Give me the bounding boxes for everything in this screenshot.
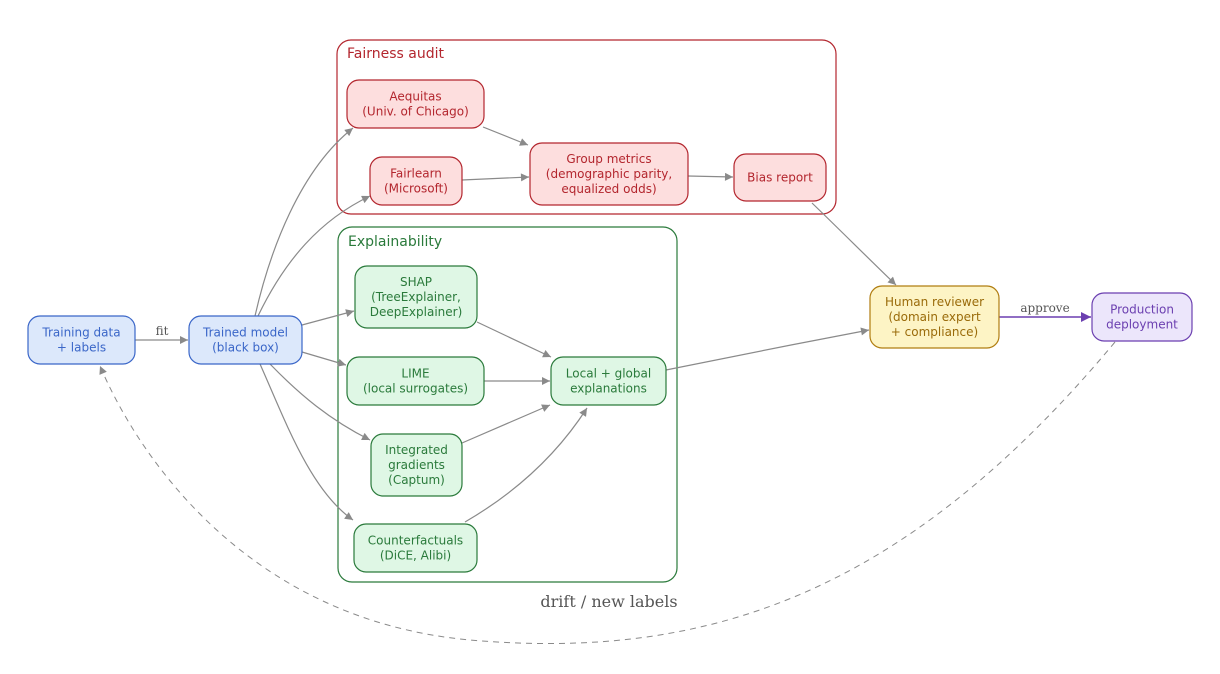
node-box — [369, 156, 463, 206]
node-label-line: Group metrics — [566, 152, 651, 166]
edge-local-reviewer — [665, 327, 870, 371]
edges: fit approve drift / new labels — [99, 126, 1116, 645]
node-box — [1091, 292, 1193, 342]
drift-label: drift / new labels — [540, 592, 677, 611]
edge-model-aequitas — [254, 127, 354, 317]
node-label-line: gradients — [388, 458, 445, 472]
edge-model-fairlearn — [257, 195, 371, 317]
node-label-line: SHAP — [400, 275, 432, 289]
node-label-line: (local surrogates) — [363, 382, 468, 396]
fairness-audit-cluster: Fairness audit — [336, 39, 837, 215]
node-trained-model: Trained model(black box) — [188, 315, 303, 365]
node-bias-report: Bias report — [733, 153, 827, 202]
edge-aequitas-group — [482, 126, 529, 146]
node-box — [346, 356, 485, 406]
node-label-line: (black box) — [212, 341, 279, 355]
node-box — [354, 265, 478, 329]
node-fairlearn: Fairlearn(Microsoft) — [369, 156, 463, 206]
nodes: Training data+ labels Trained model(black… — [27, 79, 1193, 573]
node-aequitas: Aequitas(Univ. of Chicago) — [346, 79, 485, 129]
edge-group-bias — [687, 172, 734, 181]
explainability-label: Explainability — [348, 234, 442, 250]
node-box — [27, 315, 136, 365]
node-label-line: (Univ. of Chicago) — [362, 105, 469, 119]
node-group-metrics: Group metrics(demographic parity,equaliz… — [529, 142, 689, 206]
node-box — [733, 153, 827, 202]
node-label-line: + compliance) — [891, 325, 978, 339]
node-label-line: Aequitas — [389, 90, 441, 104]
node-label-line: (Captum) — [388, 473, 445, 487]
edge-model-counterfactuals — [259, 363, 354, 521]
node-label-line: Local + global — [566, 367, 651, 381]
node-box — [346, 79, 485, 129]
node-label-line: + labels — [57, 341, 106, 355]
node-human-reviewer: Human reviewer(domain expert+ compliance… — [869, 285, 1000, 349]
edge-model-shap — [301, 309, 355, 326]
approve-label: approve — [1020, 301, 1069, 315]
node-counterfactuals: Counterfactuals(DiCE, Alibi) — [353, 523, 478, 573]
node-box — [188, 315, 303, 365]
explainability-cluster: Explainability — [337, 226, 678, 583]
node-label-line: (demographic parity, — [546, 167, 672, 181]
edge-drift — [99, 341, 1116, 645]
node-label-line: Training data — [41, 326, 120, 340]
node-box — [550, 356, 667, 406]
edge-shap-local — [476, 321, 552, 358]
fit-label: fit — [156, 324, 169, 338]
edge-counterfactuals-local — [464, 407, 588, 523]
node-label-line: (DiCE, Alibi) — [380, 549, 451, 563]
node-label-line: Trained model — [202, 326, 288, 340]
node-label-line: (domain expert — [888, 310, 981, 324]
node-label-line: (Microsoft) — [384, 182, 448, 196]
node-box — [353, 523, 478, 573]
node-label-line: Production — [1110, 303, 1174, 317]
edge-bias-reviewer — [811, 202, 897, 286]
node-label-line: equalized odds) — [561, 182, 656, 196]
node-label-line: deployment — [1106, 318, 1178, 332]
node-label-line: DeepExplainer) — [370, 305, 463, 319]
node-training-data: Training data+ labels — [27, 315, 136, 365]
node-label-line: Fairlearn — [390, 167, 442, 181]
node-label-line: explanations — [570, 382, 647, 396]
edge-ig-local — [461, 404, 551, 444]
node-label-line: LIME — [401, 367, 429, 381]
node-label-line: Counterfactuals — [368, 534, 463, 548]
node-shap: SHAP(TreeExplainer,DeepExplainer) — [354, 265, 478, 329]
edge-model-lime — [301, 351, 347, 367]
edge-fairlearn-group — [461, 173, 530, 182]
node-box — [869, 285, 1000, 349]
node-label-line: Bias report — [747, 171, 813, 185]
node-label-line: (TreeExplainer, — [371, 290, 461, 304]
node-label-line: Human reviewer — [885, 295, 984, 309]
node-box — [370, 433, 463, 497]
edge-model-ig — [269, 363, 371, 441]
node-label-line: Integrated — [385, 443, 448, 457]
fairness-audit-label: Fairness audit — [347, 46, 444, 62]
node-lime: LIME(local surrogates) — [346, 356, 485, 406]
node-box — [529, 142, 689, 206]
